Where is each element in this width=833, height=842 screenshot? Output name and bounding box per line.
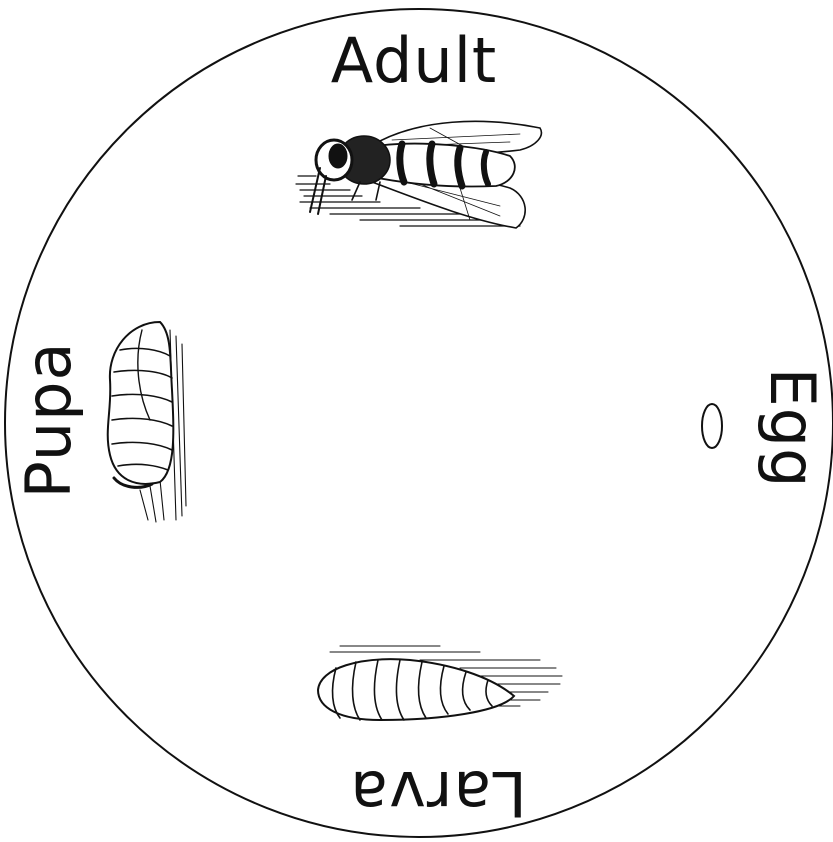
stage-label-adult: Adult (331, 24, 498, 97)
stage-label-pupa: Pupa (12, 342, 85, 499)
stage-label-larva: Larva (349, 757, 527, 830)
egg-illustration (702, 404, 722, 448)
stage-label-egg: Egg (756, 368, 829, 489)
